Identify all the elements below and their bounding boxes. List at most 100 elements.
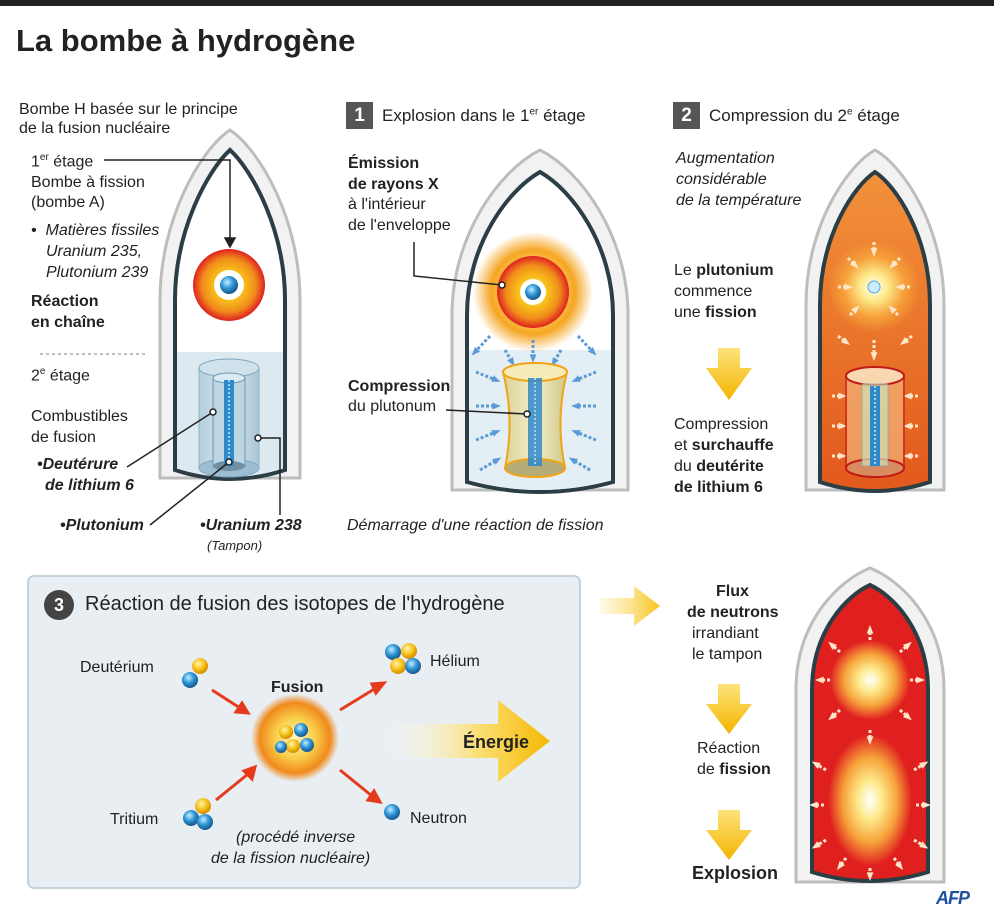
down-arrow-2 [706,684,752,734]
stage2-pluto: •Plutonium [60,517,144,534]
tritium-particles [183,798,213,830]
xray-arrow-9-head [492,457,502,465]
helium-label: Hélium [430,653,480,670]
final-arrow-12-head [811,841,821,849]
heat-arrow-1-head [850,260,859,269]
final-arrow-5 [831,708,841,719]
intro-line2: de la fusion nucléaire [19,120,171,137]
energie-label: Énergie [463,732,530,752]
heat-arrow-12-head [903,392,912,400]
stage2-label: 2e étage [31,366,90,385]
final-upper-glow [830,640,910,720]
xray-arrow-6-head [571,375,581,382]
step2-title: Compression du 2e étage [709,106,900,125]
heat-arrow-10-head [838,422,847,430]
final-arrow-0-head [866,625,874,634]
reaction-arrows [211,681,388,804]
final-arrow-8 [815,762,827,772]
step2-cs2: et surchauffe [674,437,774,454]
final-lower-glow [828,734,912,866]
flux-line2: de neutrons [687,604,779,621]
heat-arrow-14-head [903,452,912,460]
heat-arrow-13-head [903,422,912,430]
tritium-label: Tritium [110,811,159,828]
heat-arrow-5-head [851,305,860,314]
heat-arrow-3-head [844,283,853,291]
xray-arrow-8-head [571,430,581,437]
final-arrow-2 [899,643,909,654]
stage2-deut1: •Deutérure [37,456,119,473]
step2-cs4: de lithium 6 [674,479,763,496]
energy-arrow [385,700,550,782]
xray-arrows [471,334,597,472]
final-arrow-9 [913,762,925,772]
final-arrow-11-head [922,801,931,809]
xray-arrow-5-head [491,430,501,437]
step3-title: Réaction de fusion des isotopes de l'hyd… [85,593,505,615]
stage2-fuel1: Combustibles [31,408,128,425]
heat-arrow-11-head [838,452,847,460]
step1-comp1: Compression [348,378,451,395]
final-react2: de fission [697,761,771,778]
deuterium-label: Deutérium [80,659,154,676]
step1-emit4: de l'enveloppe [348,217,451,234]
leader-lines-1 [104,159,281,526]
fusion-label: Fusion [271,679,324,696]
heat-arrow-2-head [889,260,898,269]
xray-arrow-10-head [568,457,578,465]
final-arrow-12 [815,838,827,848]
step1-title: Explosion dans le 1er étage [382,106,586,125]
step1-number: 1 [346,102,373,129]
stage1-react1: Réaction [31,293,99,310]
stage1-mat1: • Matières fissiles [31,222,160,239]
xray-arrow-0-head [471,347,480,356]
down-arrow-1 [706,348,752,400]
final-arrow-10-head [809,801,818,809]
final-arrow-3-head [815,676,824,684]
step2-cs3: du deutérite [674,458,764,475]
xray-arrow-1 [576,334,595,354]
step1-emit1: Émission [348,155,420,172]
inverse-line2: de la fission nucléaire) [211,850,371,867]
fusion-sphere [251,694,339,782]
final-arrow-2-head [903,641,912,650]
heat-arrow-7 [837,334,847,344]
helium-particles [385,643,421,674]
final-arrow-4-head [916,676,925,684]
final-arrow-6-head [903,712,912,721]
heat-arrow-6-head [888,305,897,314]
final-react1: Réaction [697,740,761,757]
step1-start: Démarrage d'une réaction de fission [347,517,604,534]
step2-aug2: considérable [676,171,767,188]
stage2-uran: •Uranium 238 [200,517,302,534]
final-arrows [809,625,931,881]
leader-lines-2 [413,242,531,418]
explosion-label: Explosion [692,863,779,883]
heat-arrow-1 [846,256,857,267]
panel-arrow [600,586,660,626]
neutron-label: Neutron [410,810,467,827]
step2-plu1: Le plutonium [674,262,774,279]
final-arrow-15-head [837,861,845,870]
step2-plu3: une fission [674,304,757,321]
final-arrow-7-head [866,736,874,745]
primary-explosion [193,249,265,321]
xray-arrow-11-head [507,357,515,367]
xray-arrow-0 [473,334,492,354]
step2-aug3: de la température [676,192,802,209]
heat-arrow-0-head [870,248,878,257]
heated-cylinder [845,366,905,478]
step1-comp2: du plutonum [348,398,437,415]
stage1-react2: en chaîne [31,314,105,331]
step1-emit2: de rayons X [348,176,439,193]
final-arrow-1 [831,643,841,654]
flux-line1: Flux [716,583,749,600]
heat-arrow-8-head [900,337,909,345]
final-arrow-13-head [919,841,929,849]
deuterium-particles [182,658,208,688]
primary-explosion-step1 [497,256,569,328]
xray-arrow-2-head [529,354,537,363]
final-arrow-16-head [895,861,903,870]
stage2-fuel2: de fusion [31,429,96,446]
